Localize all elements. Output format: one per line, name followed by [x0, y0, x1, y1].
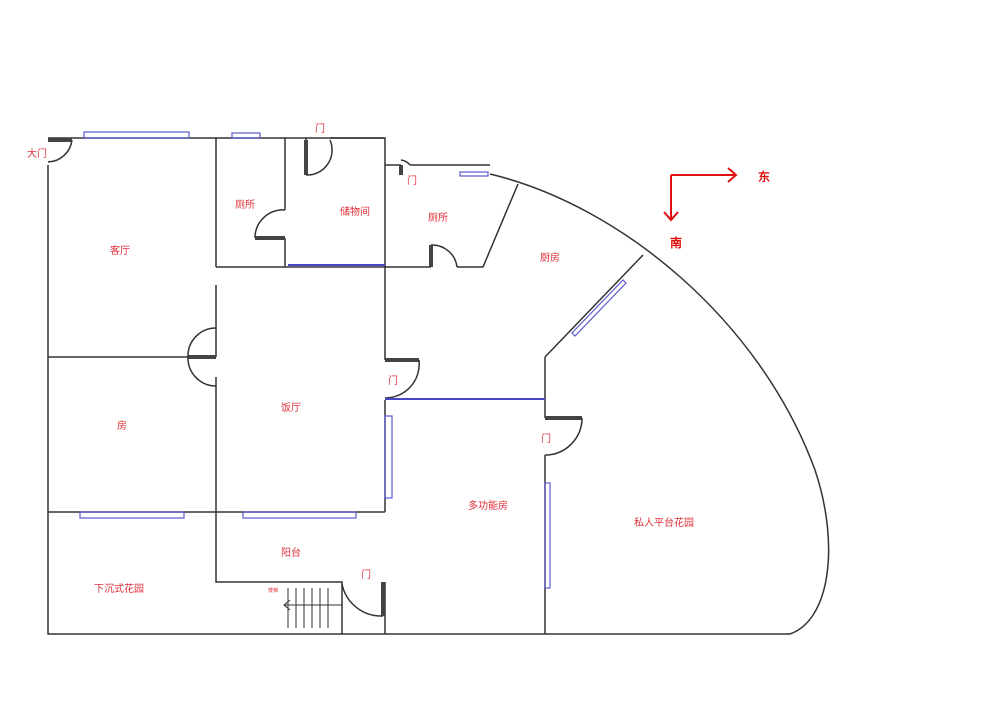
- bedroom-label: 房: [117, 419, 127, 432]
- living-room-label: 客厅: [110, 244, 130, 257]
- kitchen-label: 厨房: [540, 251, 560, 264]
- curved-wall: [489, 173, 830, 635]
- balcony-label: 阳台: [281, 546, 301, 559]
- main-door-label: 大门: [27, 147, 47, 160]
- private-garden-label: 私人平台花园: [634, 516, 694, 529]
- sunken-garden-label: 下沉式花园: [94, 582, 144, 595]
- compass: 东 南: [663, 167, 770, 250]
- multi-room-label: 多功能房: [468, 499, 508, 512]
- balcony-door-label: 门: [361, 568, 371, 581]
- toilet-1-label: 厕所: [235, 199, 255, 211]
- compass-east-label: 东: [758, 169, 770, 184]
- door-swings: [47, 138, 583, 617]
- stairs: [283, 588, 342, 628]
- dining-door-label: 门: [388, 374, 398, 387]
- storage-door-label: 门: [315, 122, 325, 135]
- multi-door-label: 门: [541, 432, 551, 445]
- storage-label: 储物间: [340, 205, 370, 218]
- toilet2-door-label: 门: [407, 174, 417, 187]
- toilet-2-label: 厕所: [428, 212, 448, 224]
- compass-south-label: 南: [670, 235, 682, 250]
- dining-room-label: 饭厅: [281, 402, 301, 414]
- stairs-label: 楼梯: [268, 587, 278, 594]
- windows: [79, 131, 627, 589]
